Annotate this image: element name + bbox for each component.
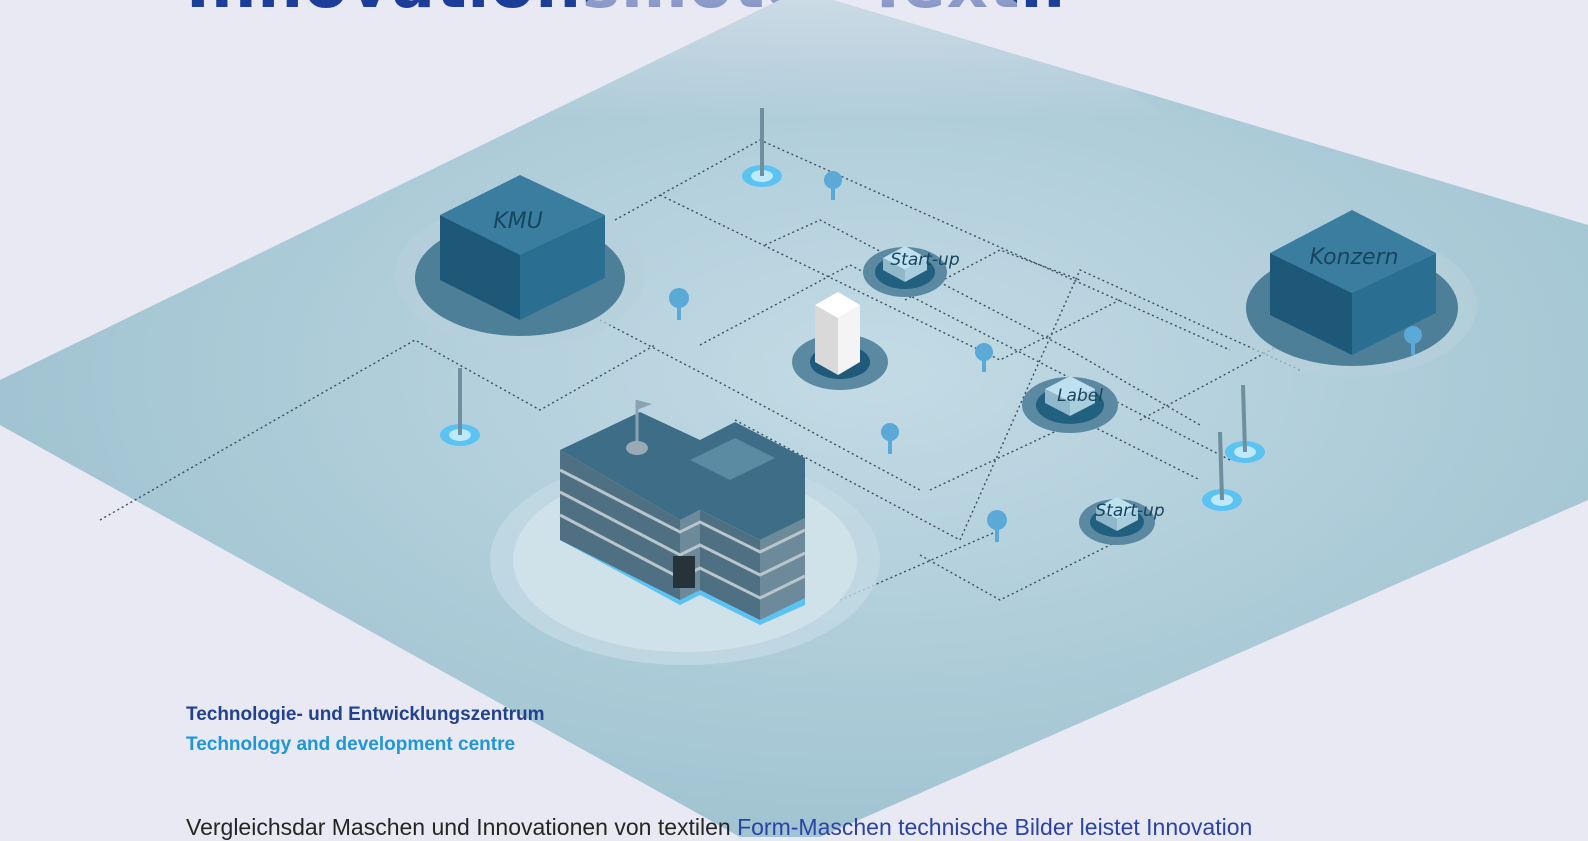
platform-fade: [450, 0, 1170, 120]
tree-icon: [987, 510, 1007, 542]
body-text: Vergleichsdar Maschen und Innovationen v…: [186, 814, 738, 840]
tree-icon: [1404, 326, 1422, 355]
tree-icon: [669, 288, 689, 320]
kmu-label: KMU: [493, 209, 543, 234]
lamp-post: [742, 108, 782, 187]
central-tower: [792, 292, 888, 390]
lamp-post: [1225, 384, 1265, 463]
startup-node-bottom: Start-up: [1079, 497, 1165, 545]
lamp-post: [440, 368, 480, 446]
startup-node-top: Start-up: [863, 246, 960, 297]
tree-icon: [881, 423, 899, 454]
label-node: Label: [1022, 376, 1118, 433]
body-highlight: Form-Maschen technische Bilder leistet I…: [737, 814, 1253, 840]
caption-german: Technologie- und Entwicklungszentrum: [186, 704, 545, 725]
trees: [669, 171, 1422, 542]
startup-bottom-label: Start-up: [1095, 501, 1164, 521]
tree-icon: [975, 343, 993, 372]
technology-centre-building: [490, 400, 880, 665]
lamp-post: [1202, 431, 1242, 511]
body-paragraph: Vergleichsdar Maschen und Innovationen v…: [186, 814, 1252, 841]
lamp-posts: [440, 108, 1265, 511]
startup-top-label: Start-up: [890, 250, 959, 270]
tree-icon: [824, 171, 842, 200]
konzern-label: Konzern: [1309, 245, 1398, 270]
caption-english: Technology and development centre: [186, 734, 516, 755]
label-node-label: Label: [1057, 386, 1103, 406]
kmu-node: KMU: [395, 175, 645, 347]
